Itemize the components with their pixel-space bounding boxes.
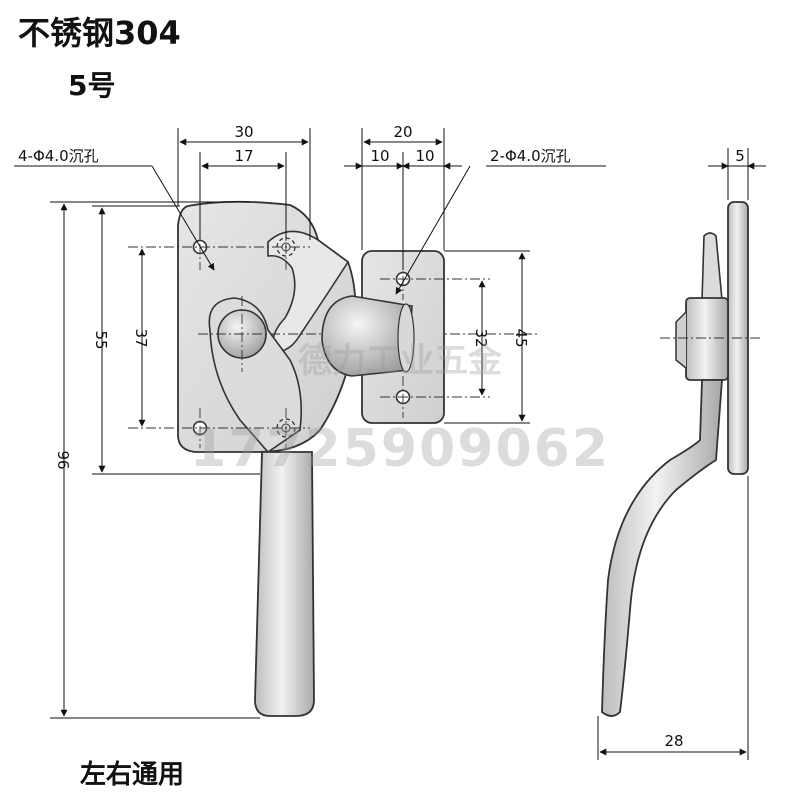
handle-assembly <box>128 200 540 717</box>
keeper-catch <box>321 295 413 377</box>
dim-side-depth: 28 <box>664 732 683 750</box>
callout-left-holes: 4-Φ4.0沉孔 <box>18 147 99 165</box>
dim-keeper-hole-spacing: 32 <box>472 328 490 347</box>
dimension-lines <box>14 128 766 760</box>
material-title: 不锈钢304 <box>18 14 181 52</box>
dim-handle-width: 30 <box>234 123 253 141</box>
dim-side-thickness: 5 <box>735 147 745 165</box>
dim-handle-hole-spacing-x: 17 <box>234 147 253 165</box>
dim-keeper-width: 20 <box>393 123 412 141</box>
model-number: 5号 <box>68 69 116 102</box>
watermark-phone: 17725909062 <box>190 419 610 479</box>
callout-right-holes: 2-Φ4.0沉孔 <box>490 147 571 165</box>
dim-plate-height: 55 <box>92 330 110 349</box>
side-pivot-block <box>685 297 729 381</box>
dim-handle-hole-spacing-y: 37 <box>132 328 150 347</box>
dim-keeper-half-left: 10 <box>370 147 389 165</box>
handle-grip <box>254 451 315 717</box>
usage-note: 左右通用 <box>80 760 185 790</box>
dim-keeper-height: 45 <box>512 328 530 347</box>
dim-total-height: 96 <box>54 450 72 469</box>
side-view <box>601 201 760 717</box>
side-lever <box>601 379 723 717</box>
watermark-company: 德力工业五金 <box>298 341 503 381</box>
side-cam <box>701 232 723 301</box>
dim-keeper-half-right: 10 <box>415 147 434 165</box>
